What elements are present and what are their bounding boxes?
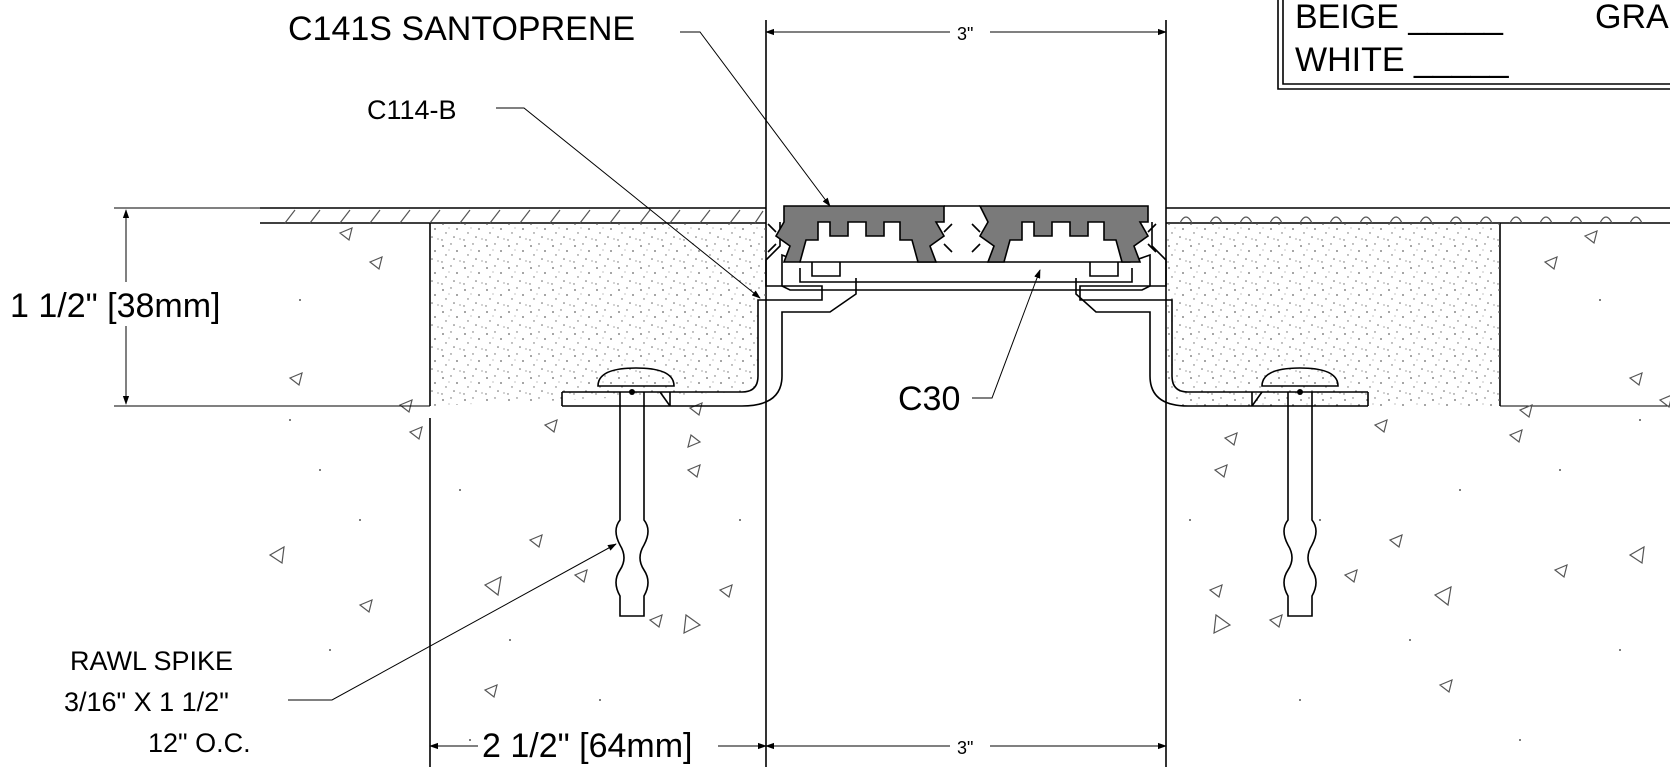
top-width-label: 3" — [957, 24, 973, 44]
blockout-nosing-left — [429, 223, 766, 406]
height-dim-label: 1 1/2" [38mm] — [10, 287, 221, 325]
santoprene-seal-right — [971, 205, 1157, 263]
color-white-label: WHITE _____ — [1295, 41, 1510, 79]
c114b-label: C114-B — [367, 95, 457, 125]
blockout-nosing-right — [1166, 223, 1500, 406]
frame-right — [1075, 222, 1369, 407]
rawl-spike-right — [1261, 367, 1339, 617]
dimension-bottom-width: 3" — [765, 734, 1167, 758]
color-beige-label: BEIGE _____ — [1295, 0, 1504, 36]
santoprene-seal-left — [767, 205, 953, 263]
callout-c30: C30 — [898, 269, 1041, 418]
flange-dim-label: 2 1/2" [64mm] — [482, 727, 693, 765]
rawl-spike-line2: 3/16" X 1 1/2" — [64, 687, 229, 717]
color-gray-label: GRA — [1595, 0, 1669, 36]
c30-retainer — [781, 253, 1151, 291]
rawl-spike-line3: 12" O.C. — [148, 728, 251, 758]
color-options-box: BEIGE _____ GRA WHITE _____ — [1277, 0, 1670, 90]
dimension-height: 1 1/2" [38mm] — [10, 207, 412, 407]
callout-c114b: C114-B — [367, 95, 761, 299]
bottom-width-label: 3" — [957, 738, 973, 758]
callout-rawl-spike: RAWL SPIKE 3/16" X 1 1/2" 12" O.C. — [64, 543, 617, 758]
frame-left — [561, 222, 857, 407]
rawl-spike-line1: RAWL SPIKE — [70, 646, 233, 676]
c30-label: C30 — [898, 380, 960, 418]
santoprene-label: C141S SANTOPRENE — [288, 10, 635, 48]
rawl-spike-left — [597, 367, 675, 617]
dimension-flange: 2 1/2" [64mm] — [429, 727, 767, 765]
callout-santoprene: C141S SANTOPRENE — [288, 10, 831, 207]
concrete-slab-left — [260, 20, 767, 767]
dimension-top-width: 3" — [765, 24, 1167, 44]
